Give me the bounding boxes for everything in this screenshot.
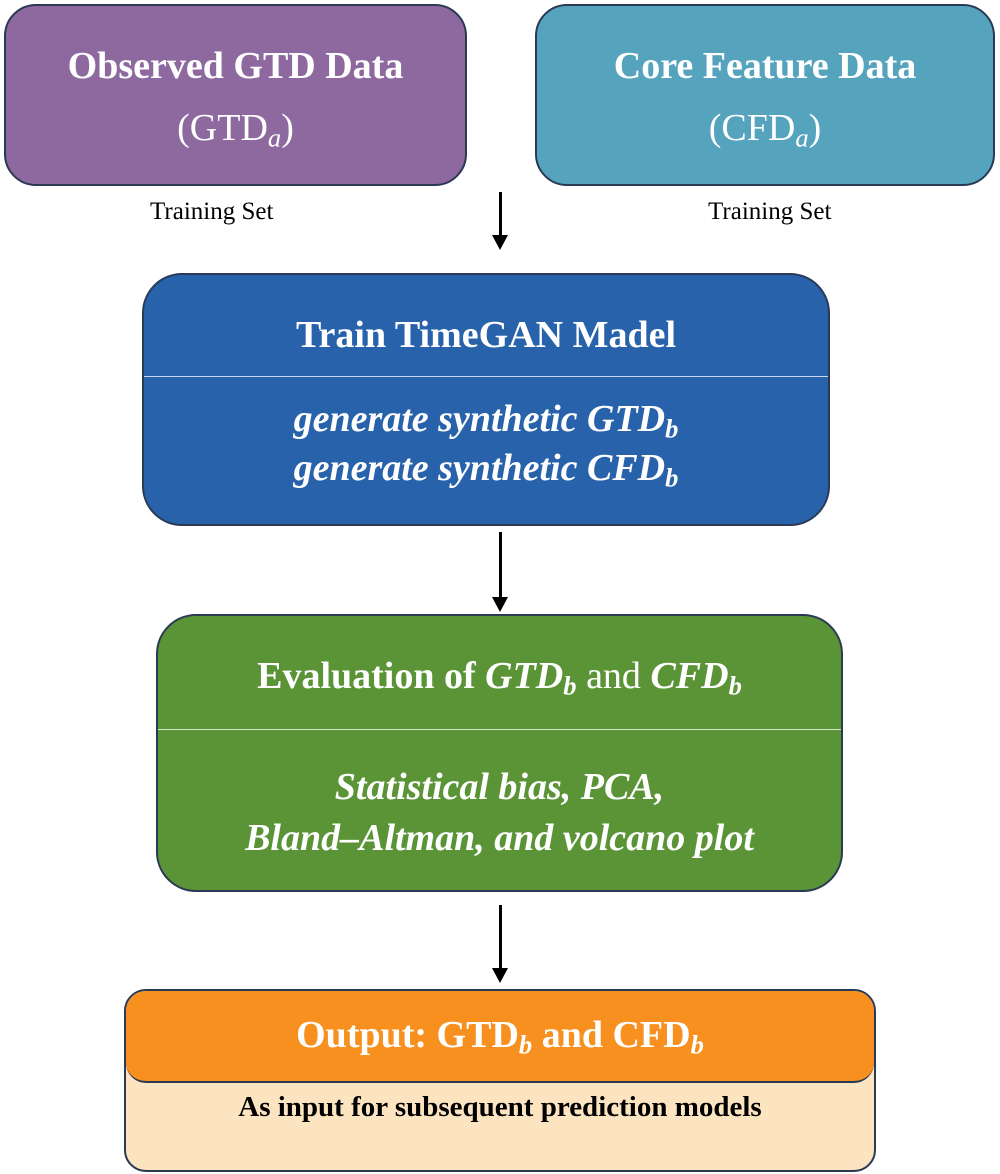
train-divider bbox=[144, 376, 828, 377]
train-line-gtd: generate synthetic GTDb bbox=[144, 396, 828, 442]
symbol-subscript: a bbox=[795, 122, 809, 153]
train-timegan-node: Train TimeGAN Madel generate synthetic G… bbox=[142, 273, 830, 526]
symbol-close: ) bbox=[808, 107, 822, 149]
core-feature-symbol: (CFDa) bbox=[537, 106, 993, 153]
arrow-down-icon bbox=[492, 905, 508, 983]
arrow-down-icon bbox=[492, 192, 508, 250]
line-text: generate synthetic bbox=[293, 447, 587, 489]
evaluation-divider bbox=[158, 729, 841, 730]
symbol-text: (GTD bbox=[177, 107, 268, 149]
line-sub: b bbox=[665, 462, 679, 493]
train-title: Train TimeGAN Madel bbox=[296, 314, 676, 356]
title-var: CFD bbox=[650, 655, 729, 697]
core-feature-data-node: Core Feature Data (CFDa) bbox=[535, 4, 995, 186]
title-text: Evaluation of bbox=[257, 655, 486, 697]
core-training-set-label: Training Set bbox=[708, 198, 832, 225]
evaluation-node: Evaluation of GTDb and CFDb Statistical … bbox=[156, 614, 843, 892]
observed-gtd-data-node: Observed GTD Data (GTDa) bbox=[4, 4, 467, 186]
output-title: Output: GTDb and CFDb bbox=[126, 1013, 874, 1060]
symbol-text: (CFD bbox=[708, 107, 796, 149]
title-sub: b bbox=[563, 670, 577, 701]
line-var: CFD bbox=[586, 447, 666, 489]
title-sub: b bbox=[690, 1029, 704, 1060]
symbol-close: ) bbox=[281, 107, 294, 149]
title-mid: and bbox=[576, 655, 651, 697]
line-text: generate synthetic bbox=[293, 398, 587, 440]
evaluation-title: Evaluation of GTDb and CFDb bbox=[158, 654, 841, 701]
core-feature-title: Core Feature Data bbox=[613, 45, 917, 87]
train-line-cfd: generate synthetic CFDb bbox=[144, 445, 828, 491]
output-header: Output: GTDb and CFDb bbox=[126, 991, 874, 1083]
line-var: GTD bbox=[587, 398, 666, 440]
title-sub: b bbox=[518, 1029, 533, 1060]
evaluation-methods-line1: Statistical bias, PCA, bbox=[334, 766, 665, 808]
observed-gtd-symbol: (GTDa) bbox=[6, 106, 465, 153]
observed-training-set-label: Training Set bbox=[150, 198, 274, 225]
title-sub: b bbox=[728, 670, 742, 701]
arrow-down-icon bbox=[492, 532, 508, 612]
symbol-subscript: a bbox=[267, 122, 282, 153]
output-description: As input for subsequent prediction model… bbox=[238, 1091, 762, 1123]
title-text: Output: GTD bbox=[296, 1014, 519, 1056]
line-sub: b bbox=[665, 413, 679, 444]
output-node: Output: GTDb and CFDb As input for subse… bbox=[124, 989, 876, 1172]
title-var: GTD bbox=[485, 655, 564, 697]
title-mid: and CFD bbox=[532, 1014, 691, 1056]
observed-gtd-title: Observed GTD Data bbox=[67, 45, 404, 87]
evaluation-methods-line2: Bland–Altman, and volcano plot bbox=[245, 817, 754, 859]
